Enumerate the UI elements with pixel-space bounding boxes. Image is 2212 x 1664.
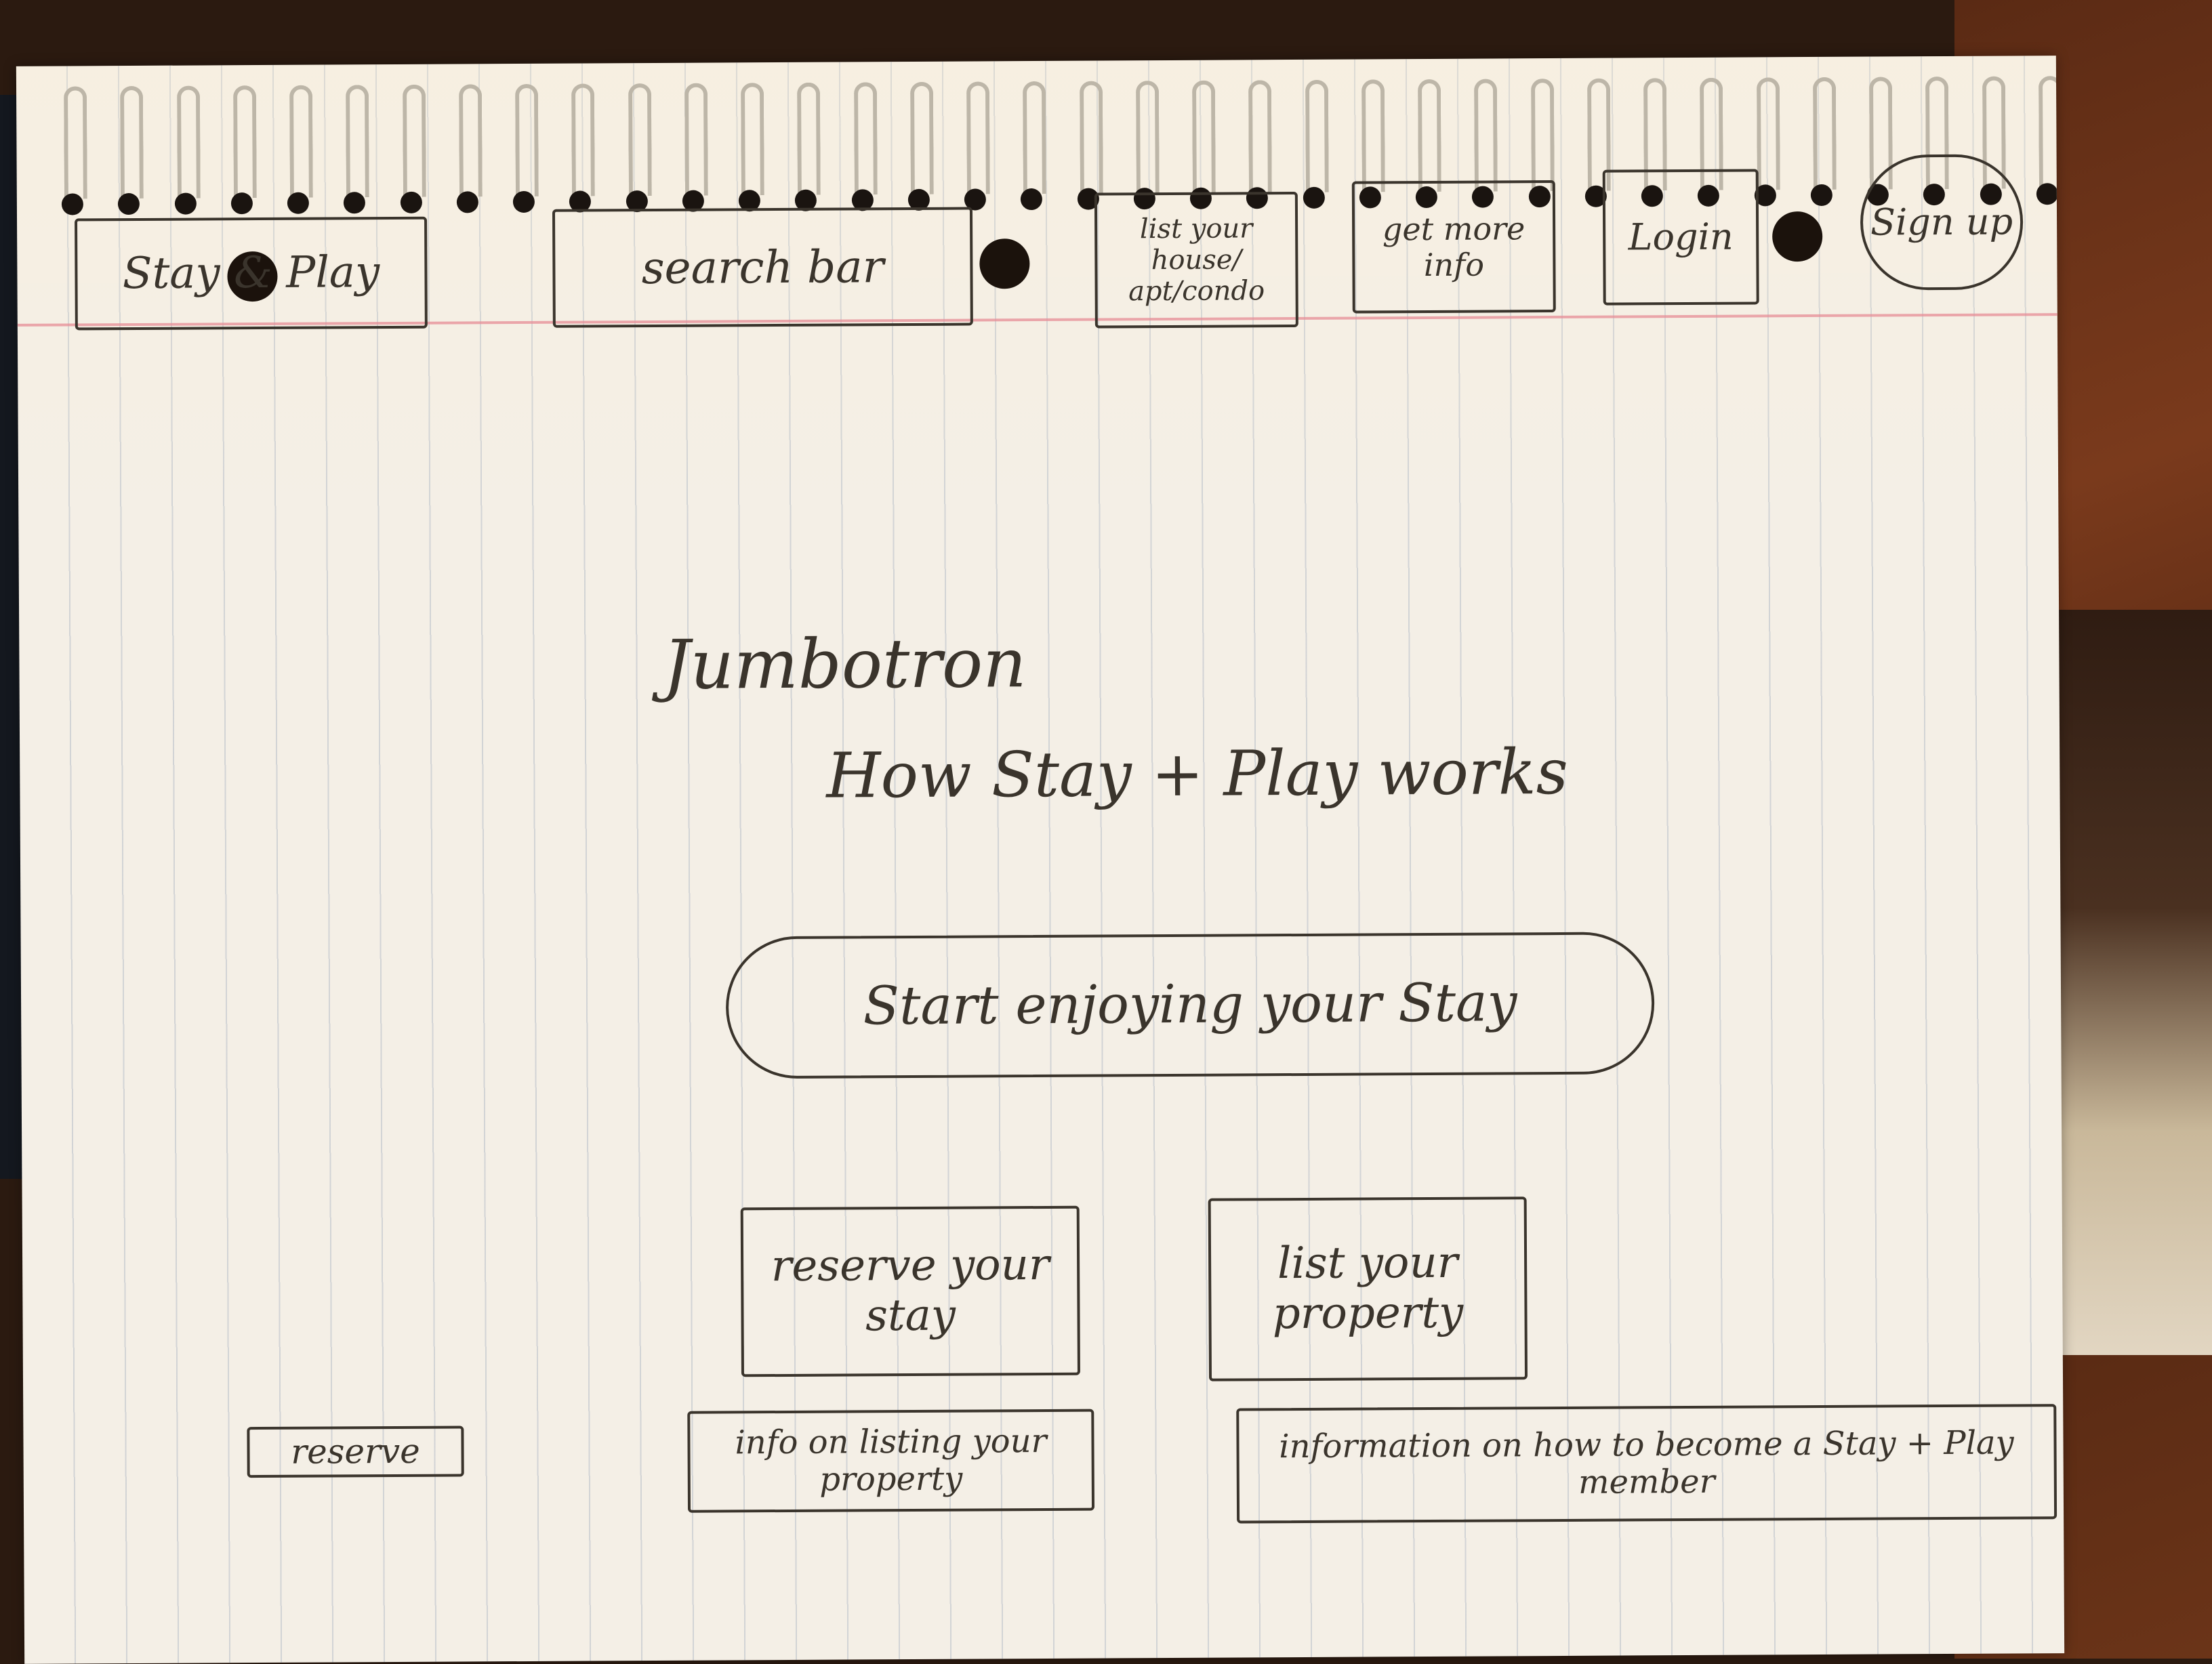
brand-label: Stay & Play [122,247,380,299]
jumbotron-subtitle: How Stay + Play works [826,735,1569,812]
start-enjoying-button[interactable]: Start enjoying your Stay [725,932,1655,1079]
spiral-coil [846,82,878,217]
signup-label: Sign up [1870,200,2013,244]
punch-hole [1772,211,1823,262]
notebook-page: Stay & Play search bar list your house/ … [16,56,2065,1664]
list-property-card[interactable]: list your property [1208,1197,1528,1381]
spiral-coil [1298,79,1330,215]
signup-button[interactable]: Sign up [1860,154,2024,291]
reserve-stay-card[interactable]: reserve your stay [740,1205,1080,1377]
login-label: Login [1628,215,1734,259]
get-more-info-button[interactable]: get more info [1351,180,1556,314]
list-home-label: list your house/ apt/condo [1128,213,1265,308]
member-info-label: information on how to become a Stay + Pl… [1279,1423,2014,1501]
spiral-coil [283,85,314,221]
desk-background [2036,610,2212,1355]
spiral-coil [113,85,145,222]
list-property-label: list your property [1272,1238,1464,1339]
spiral-coil [57,86,89,222]
reserve-stay-label: reserve your stay [771,1240,1050,1341]
spiral-coil [903,81,935,217]
brand-logo-box[interactable]: Stay & Play [75,216,428,331]
listing-info-label: info on listing your property [735,1421,1047,1499]
get-more-info-label: get more info [1382,209,1525,283]
spiral-coil [678,83,710,219]
start-enjoying-label: Start enjoying your Stay [863,972,1517,1037]
spiral-coil [395,84,427,220]
spiral-coil [621,83,653,219]
spiral-coil [565,83,596,219]
spiral-binding [57,56,2064,222]
spiral-coil [226,85,258,221]
spiral-coil [790,82,822,218]
spiral-coil [170,85,202,221]
listing-info-link[interactable]: info on listing your property [687,1409,1095,1513]
spiral-coil [1016,81,1048,217]
spiral-coil [734,83,766,218]
reserve-link[interactable]: reserve [247,1426,464,1478]
reserve-link-label: reserve [291,1431,420,1472]
search-bar-label: search bar [641,240,884,294]
spiral-coil [960,81,991,217]
spiral-coil [452,84,484,220]
list-home-button[interactable]: list your house/ apt/condo [1094,191,1298,329]
spiral-coil [339,85,371,220]
member-info-link[interactable]: information on how to become a Stay + Pl… [1236,1404,2057,1524]
spiral-coil [1806,77,1838,213]
punch-hole [979,238,1030,289]
spiral-coil [508,83,540,220]
search-bar[interactable]: search bar [552,207,973,328]
jumbotron-title: Jumbotron [663,623,1027,705]
login-button[interactable]: Login [1602,169,1759,306]
